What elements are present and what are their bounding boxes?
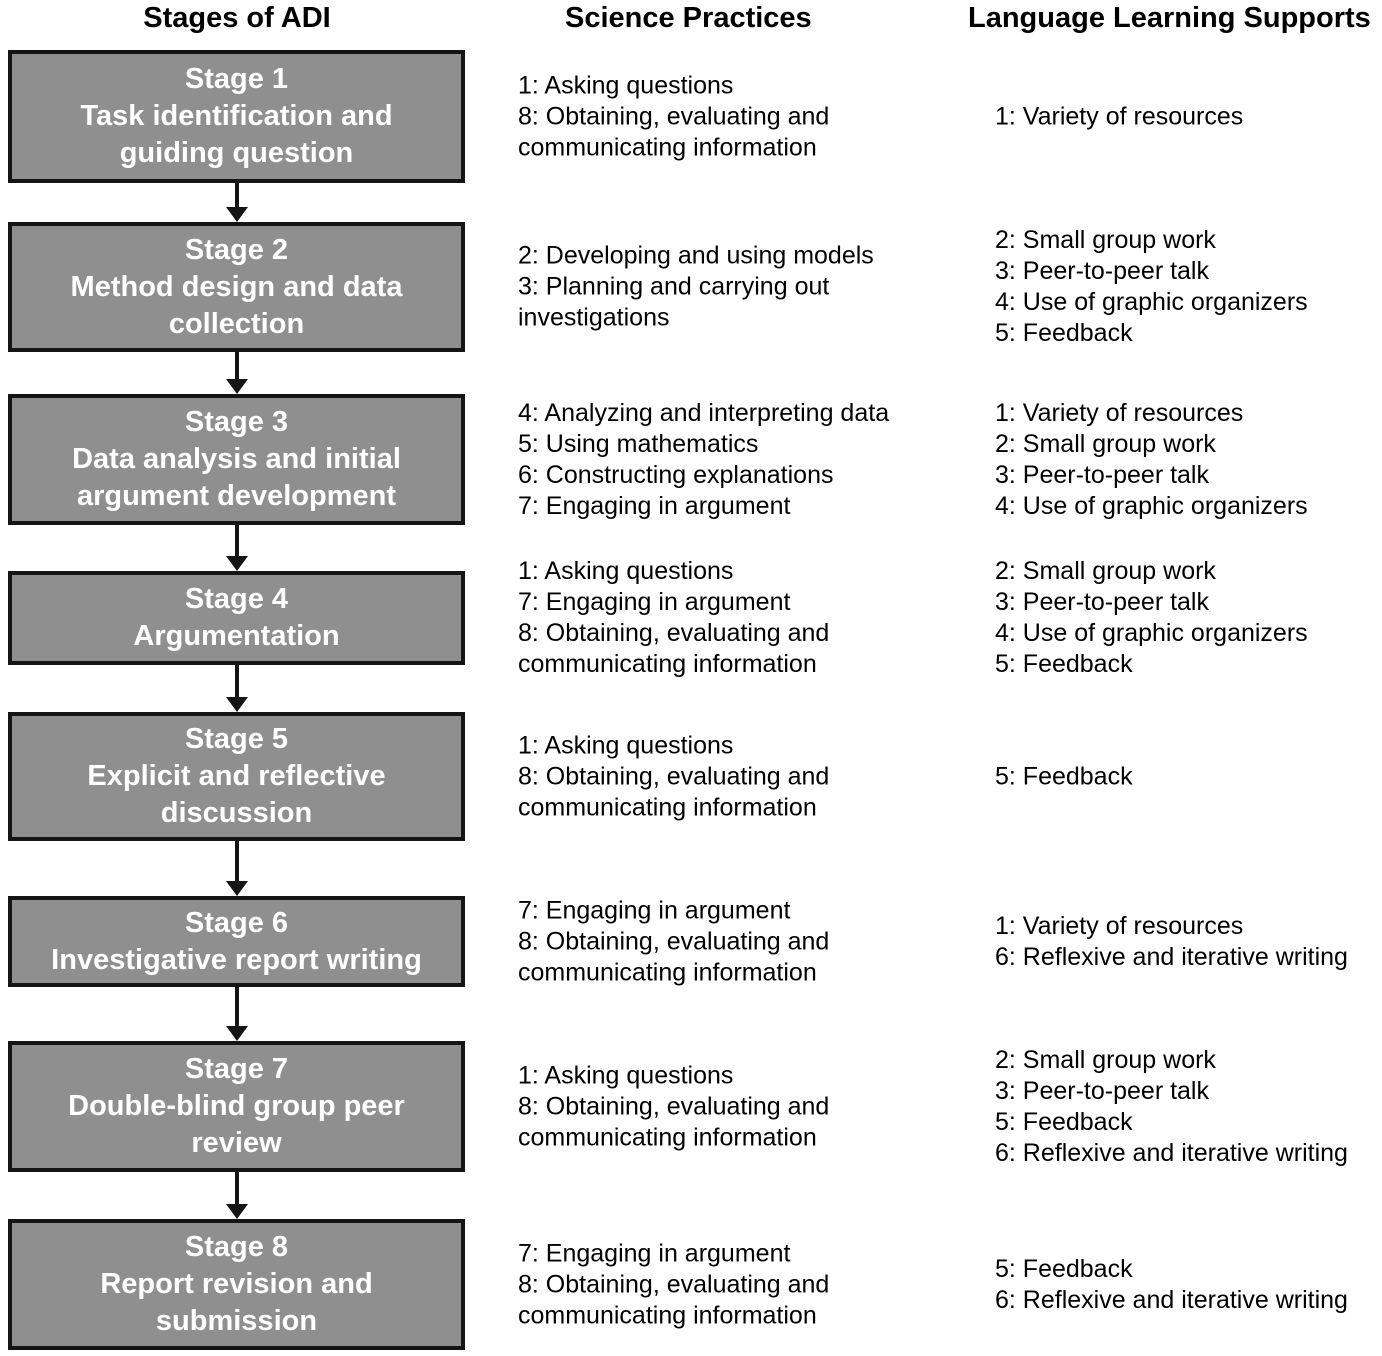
stage-5-practices-list: 1: Asking questions 8: Obtaining, evaluat…: [518, 730, 950, 823]
stage-5-supports-list: 5: Feedback: [995, 761, 1382, 792]
list-line: 7: Engaging in argument: [518, 588, 791, 616]
stage-4-supports-list: 2: Small group work 3: Peer-to-peer talk 4…: [995, 556, 1382, 680]
list-line: 1: Asking questions: [518, 557, 734, 585]
stage-2-box: Stage 2 Method design and data collectio…: [8, 222, 465, 352]
stage-row: Stage 4 Argumentation 1: Asking question…: [0, 557, 1382, 678]
stage-row: Stage 6 Investigative report writing 7: …: [0, 896, 1382, 987]
stage-4-practices-list: 1: Asking questions 7: Engaging in argume…: [518, 556, 950, 680]
down-arrow-icon: [225, 665, 249, 712]
list-line: 8: Obtaining, evaluating and communicati…: [518, 619, 830, 678]
stage-5-box: Stage 5 Explicit and reflective discussi…: [8, 712, 465, 841]
list-line: 2: Small group work: [995, 429, 1216, 458]
down-arrow-icon: [225, 183, 249, 222]
list-line: 5: Using mathematics: [518, 429, 759, 458]
stage-8-practices-list: 7: Engaging in argument 8: Obtaining, eva…: [518, 1238, 950, 1331]
list-line: 3: Peer-to-peer talk: [995, 1076, 1209, 1105]
stage-title: Stage 5: [184, 723, 289, 755]
list-line: 6: Reflexive and iterative writing: [995, 1138, 1348, 1167]
stage-1-supports-list: 1: Variety of resources: [995, 101, 1382, 132]
list-line: 4: Use of graphic organizers: [995, 288, 1308, 316]
list-line: 3: Peer-to-peer talk: [995, 460, 1209, 489]
down-arrow-icon: [225, 1172, 249, 1219]
stage-4-box: Stage 4 Argumentation: [8, 571, 465, 665]
list-line: 1: Asking questions: [518, 71, 734, 99]
list-line: 6: Reflexive and iterative writing: [995, 942, 1348, 971]
stage-title: Stage 4: [184, 583, 289, 615]
stage-1-practices-list: 1: Asking questions 8: Obtaining, evaluat…: [518, 70, 950, 163]
stage-row: Stage 8 Report revision and submission 7…: [0, 1219, 1382, 1350]
stage-title: Stage 1: [184, 63, 289, 95]
list-line: 1: Variety of resources: [995, 102, 1244, 130]
list-line: 3: Peer-to-peer talk: [995, 588, 1209, 616]
down-arrow-icon: [225, 841, 249, 896]
down-arrow-icon: [225, 352, 249, 394]
stage-subtitle: Task identification and guiding question: [80, 100, 393, 169]
column-header-language-supports: Language Learning Supports: [968, 2, 1371, 34]
stage-row: Stage 5 Explicit and reflective discussi…: [0, 712, 1382, 841]
list-line: 2: Small group work: [995, 557, 1216, 585]
list-line: 5: Feedback: [995, 319, 1133, 347]
list-line: 4: Use of graphic organizers: [995, 491, 1308, 520]
list-line: 2: Developing and using models: [518, 241, 874, 270]
list-line: 2: Small group work: [995, 1045, 1216, 1074]
stage-title: Stage 6: [184, 906, 289, 939]
stage-subtitle: Double-blind group peer review: [68, 1090, 405, 1159]
list-line: 4: Use of graphic organizers: [995, 619, 1308, 647]
down-arrow-icon: [225, 525, 249, 571]
stage-3-box: Stage 3 Data analysis and initial argume…: [8, 394, 465, 525]
list-line: 5: Feedback: [995, 762, 1133, 790]
list-line: 7: Engaging in argument: [518, 1239, 791, 1267]
list-line: 8: Obtaining, evaluating and communicati…: [518, 1092, 830, 1151]
stage-6-box: Stage 6 Investigative report writing: [8, 896, 465, 987]
stage-subtitle: Report revision and submission: [100, 1268, 373, 1337]
list-line: 7: Engaging in argument: [518, 896, 791, 924]
column-header-science-practices: Science Practices: [565, 2, 812, 34]
list-line: 8: Obtaining, evaluating and communicati…: [518, 102, 830, 161]
stage-subtitle: Explicit and reflective discussion: [87, 760, 386, 829]
column-header-stages: Stages of ADI: [143, 2, 331, 34]
list-line: 8: Obtaining, evaluating and communicati…: [518, 1270, 830, 1329]
stage-2-supports-list: 2: Small group work 3: Peer-to-peer talk 4…: [995, 225, 1382, 349]
list-line: 6: Constructing explanations: [518, 460, 834, 489]
list-line: 1: Asking questions: [518, 1061, 734, 1089]
list-line: 4: Analyzing and interpreting data: [518, 398, 890, 427]
down-arrow-icon: [225, 987, 249, 1041]
stage-title: Stage 3: [184, 406, 289, 438]
stage-title: Stage 2: [184, 233, 289, 266]
stage-title: Stage 8: [184, 1231, 289, 1263]
list-line: 6: Reflexive and iterative writing: [995, 1285, 1348, 1314]
stage-subtitle: Data analysis and initial argument devel…: [72, 443, 401, 512]
stage-1-box: Stage 1 Task identification and guiding …: [8, 50, 465, 183]
list-line: 3: Planning and carrying out investigati…: [518, 272, 830, 332]
stage-subtitle: Method design and data collection: [70, 270, 403, 340]
stage-row: Stage 3 Data analysis and initial argume…: [0, 394, 1382, 525]
stage-8-box: Stage 8 Report revision and submission: [8, 1219, 465, 1350]
list-line: 1: Asking questions: [518, 731, 734, 759]
list-line: 7: Engaging in argument: [518, 491, 791, 520]
list-line: 5: Feedback: [995, 650, 1133, 678]
list-line: 8: Obtaining, evaluating and communicati…: [518, 927, 830, 986]
list-line: 8: Obtaining, evaluating and communicati…: [518, 762, 830, 821]
list-line: 5: Feedback: [995, 1254, 1133, 1283]
stage-7-practices-list: 1: Asking questions 8: Obtaining, evaluat…: [518, 1060, 950, 1153]
list-line: 1: Variety of resources: [995, 398, 1244, 427]
stage-7-box: Stage 7 Double-blind group peer review: [8, 1041, 465, 1172]
list-line: 3: Peer-to-peer talk: [995, 257, 1209, 285]
stage-subtitle: Argumentation: [133, 620, 340, 652]
stage-6-practices-list: 7: Engaging in argument 8: Obtaining, eva…: [518, 895, 950, 988]
stage-subtitle: Investigative report writing: [51, 943, 422, 976]
stage-row: Stage 2 Method design and data collectio…: [0, 222, 1382, 352]
stage-title: Stage 7: [184, 1053, 289, 1085]
list-line: 2: Small group work: [995, 226, 1216, 254]
stage-row: Stage 1 Task identification and guiding …: [0, 50, 1382, 183]
list-line: 5: Feedback: [995, 1107, 1133, 1136]
list-line: 1: Variety of resources: [995, 911, 1244, 940]
stage-row: Stage 7 Double-blind group peer review 1…: [0, 1041, 1382, 1172]
